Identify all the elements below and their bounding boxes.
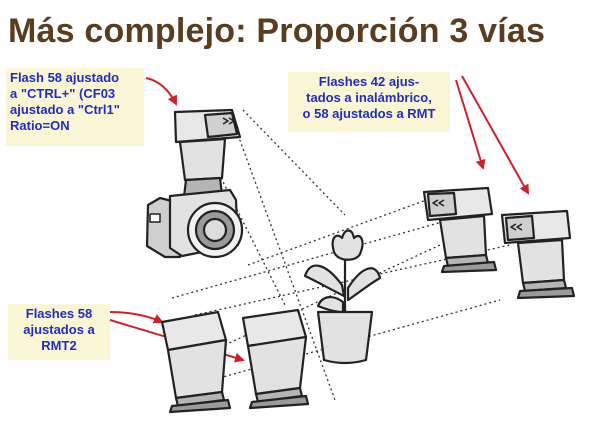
- arrow-to-remote-flash-1: [455, 79, 486, 170]
- master-note-line-2: a "CTRL+" (CF03: [10, 86, 116, 101]
- rmt2-note-line-2: ajustados a: [23, 322, 95, 337]
- rmt2-note-line-1: Flashes 58: [25, 306, 93, 321]
- page-title: Más complejo: Proporción 3 vías: [8, 12, 546, 50]
- signal-line: [171, 221, 443, 299]
- arrow-to-master-flash: [145, 77, 177, 106]
- speedlite-flash-icon: [500, 209, 576, 300]
- signal-line: [242, 109, 346, 216]
- rmt2-flashes-note: Flashes 58 ajustados a RMT2: [8, 304, 110, 360]
- arrow-to-rmt2-flash-1: [109, 311, 164, 324]
- remote-flashes-note: Flashes 42 ajus- tados a inalámbrico, o …: [288, 72, 450, 132]
- camera-with-flash-icon: [145, 108, 244, 259]
- master-flash-note: Flash 58 ajustado a "CTRL+" (CF03 ajusta…: [6, 68, 144, 146]
- arrow-to-remote-flash-2: [461, 75, 529, 195]
- signal-line: [237, 134, 336, 401]
- speedlite-flash-icon: [422, 186, 498, 274]
- signal-line: [247, 194, 441, 266]
- master-note-line-1: Flash 58 ajustado: [10, 70, 120, 85]
- remote-note-line-3: o 58 ajustados a RMT: [302, 106, 436, 121]
- remote-note-line-2: tados a inalámbrico,: [306, 90, 432, 105]
- master-note-line-3: ajustado a "Ctrl1": [10, 102, 120, 117]
- speedlite-flash-icon: [241, 308, 310, 410]
- signal-line: [211, 159, 286, 306]
- potted-flower-icon: [303, 229, 382, 365]
- speedlite-flash-icon: [160, 310, 232, 414]
- remote-note-line-1: Flashes 42 ajus-: [318, 74, 420, 89]
- rmt2-note-line-3: RMT2: [41, 338, 77, 353]
- master-note-line-4: Ratio=ON: [10, 118, 70, 133]
